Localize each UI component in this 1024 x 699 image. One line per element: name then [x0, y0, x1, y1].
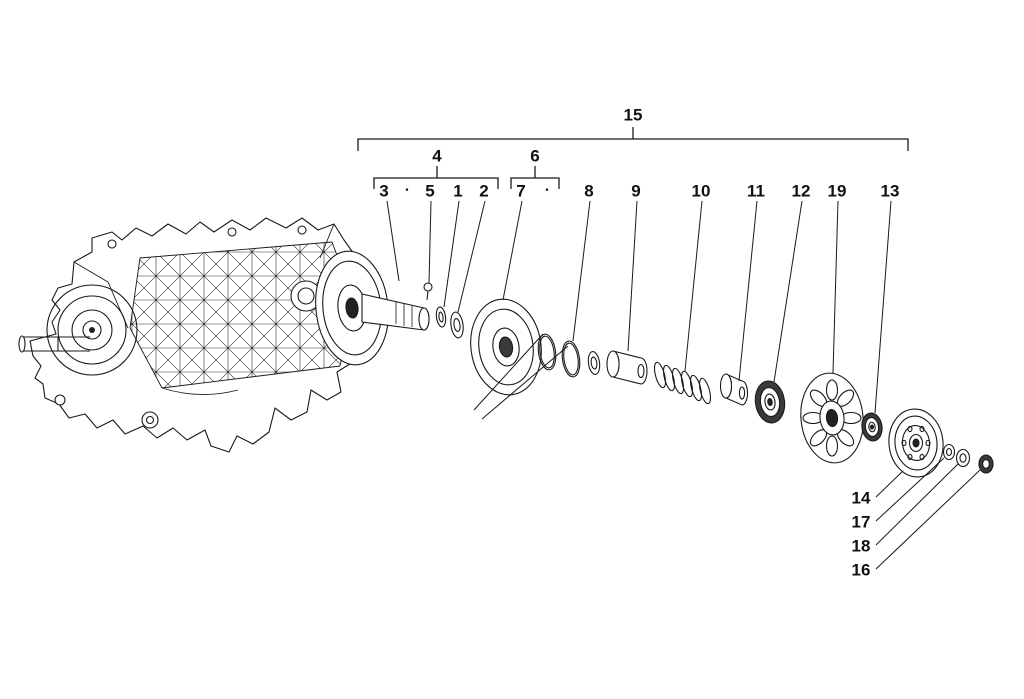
callout-brackets [357, 127, 909, 189]
part-pulley-cover [470, 298, 542, 396]
bullet-marker-a: ▪ [405, 184, 409, 195]
part-drive-pulley-half [315, 250, 389, 366]
part-washer-2 [450, 311, 464, 339]
bracket-15 [357, 127, 909, 151]
callout-label-4: 4 [432, 146, 442, 166]
exploded-parts [315, 250, 994, 478]
callout-label-14: 14 [851, 488, 871, 508]
callout-label-12: 12 [791, 181, 811, 201]
part-spring [653, 361, 712, 405]
callout-label-5: 5 [425, 181, 435, 201]
bracket-6 [510, 166, 560, 189]
bullet-marker-b: ▪ [545, 184, 549, 195]
leader-lines [386, 200, 981, 570]
callout-label-1: 1 [453, 181, 463, 201]
callout-label-11: 11 [747, 181, 765, 201]
callout-label-10: 10 [691, 181, 711, 201]
callout-label-19: 19 [827, 181, 847, 201]
callout-label-8: 8 [584, 181, 594, 201]
callout-label-18: 18 [851, 536, 871, 556]
callout-label-2: 2 [479, 181, 489, 201]
part-clutch-drum [888, 408, 944, 478]
part-fan-pulley-half [800, 372, 864, 464]
callout-label-3: 3 [379, 181, 389, 201]
part-bushing [719, 373, 749, 406]
part-washer-18 [955, 448, 971, 468]
part-nut [978, 454, 994, 474]
part-crankshaft-end [361, 293, 430, 331]
engine-crankcase [18, 217, 367, 453]
part-bolt [423, 282, 433, 301]
callout-label-15: 15 [623, 105, 643, 125]
callout-label-17: 17 [851, 512, 871, 532]
part-spacer-sleeve [606, 350, 648, 385]
callout-label-13: 13 [880, 181, 900, 201]
part-washer-1 [435, 306, 447, 328]
part-washer-17 [942, 443, 956, 461]
bracket-4 [373, 166, 499, 189]
callout-label-6: 6 [530, 146, 540, 166]
input-shaft [18, 335, 90, 353]
callout-label-7: 7 [516, 181, 526, 201]
part-bearing [754, 380, 786, 424]
part-o-rings [537, 333, 601, 378]
part-small-bearing [861, 412, 883, 442]
callout-label-16: 16 [851, 560, 871, 580]
callout-label-9: 9 [631, 181, 641, 201]
